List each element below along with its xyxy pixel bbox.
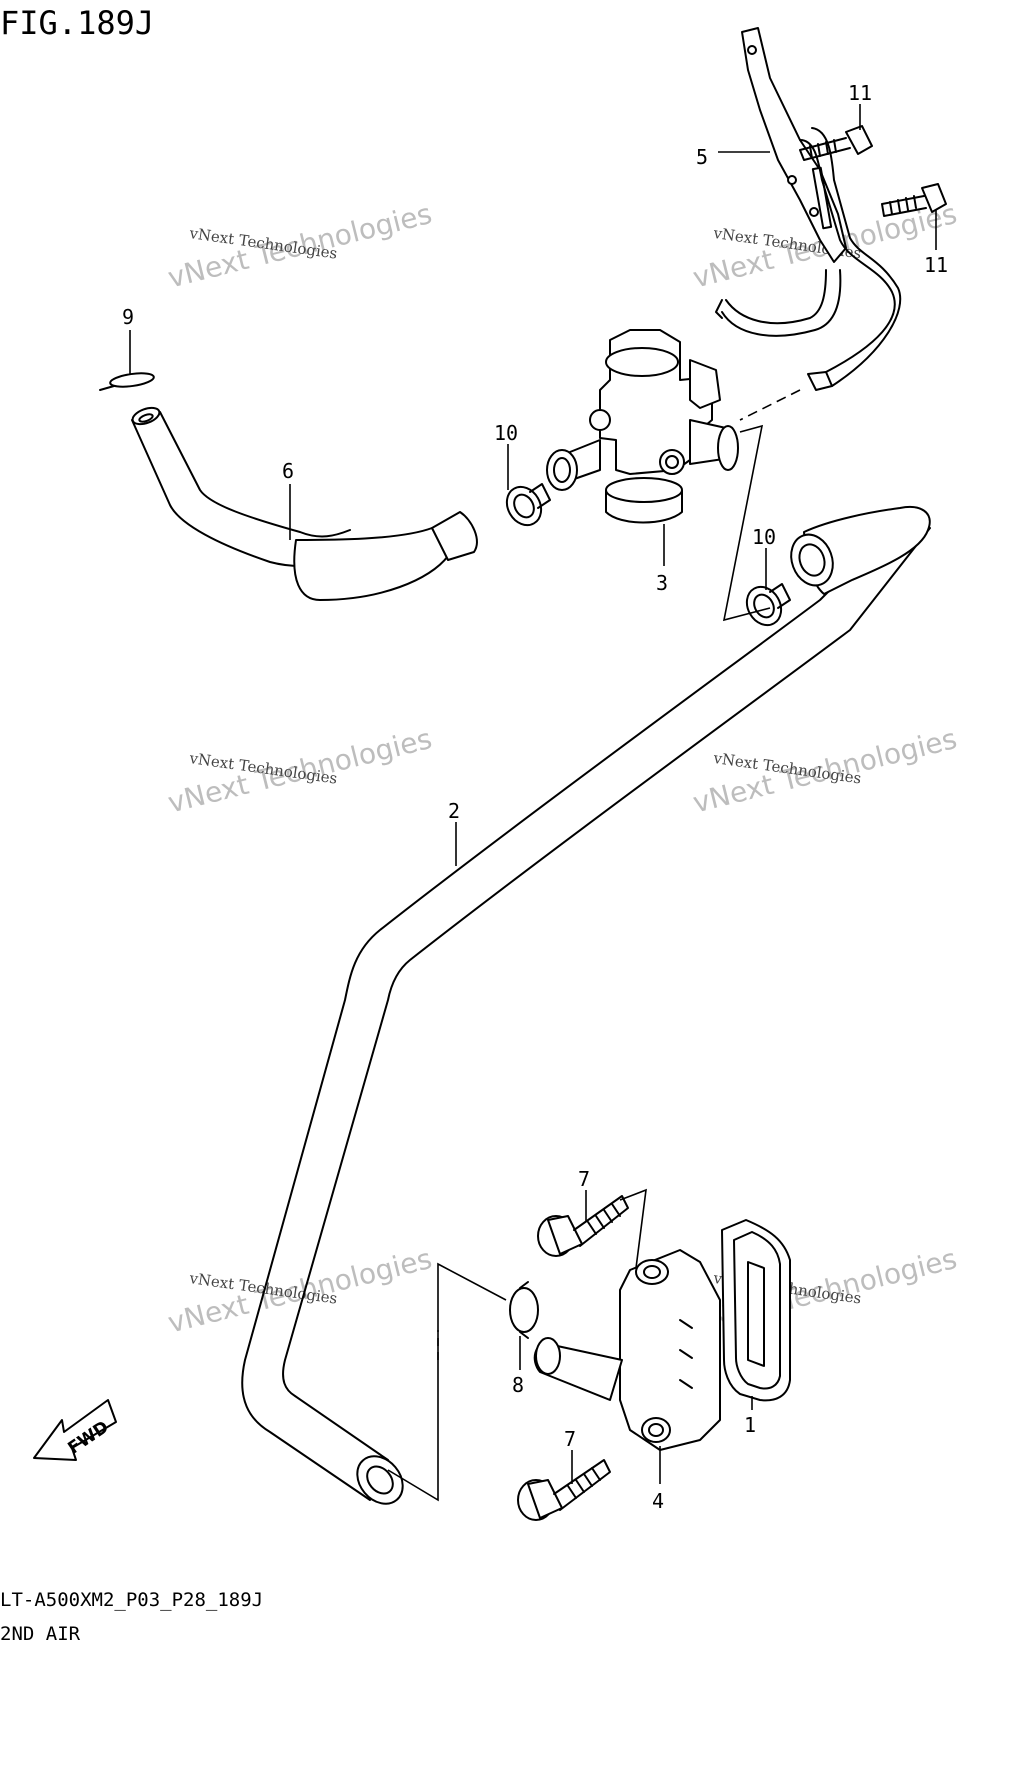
- callout-3: 3: [656, 571, 668, 595]
- callout-7b: 7: [564, 1427, 576, 1451]
- fwd-arrow: FWD: [33, 1399, 117, 1461]
- part-6-hose: [131, 406, 478, 601]
- callout-2: 2: [448, 799, 460, 823]
- part-10-clamp-upper: [505, 483, 551, 527]
- assembly-lines: [387, 389, 801, 1502]
- part-10-clamp-lower: [745, 583, 791, 627]
- watermark-3: vNext Technologies vNext Technologies: [165, 722, 436, 819]
- figure-code: LT-A500XM2_P03_P28_189J: [0, 1589, 263, 1611]
- callout-4: 4: [652, 1489, 664, 1513]
- callout-10a: 10: [494, 421, 518, 445]
- part-7-bolt-upper: [537, 1195, 629, 1257]
- callout-1: 1: [744, 1413, 756, 1437]
- watermark-4: vNext Technologies vNext Technologies: [690, 722, 961, 819]
- part-7-bolt-lower: [517, 1459, 611, 1521]
- part-1-gasket: [721, 1219, 791, 1402]
- part-9-clip: [99, 372, 155, 391]
- watermark-1: vNext Technologies vNext Technologies: [165, 197, 436, 294]
- part-8-clip: [509, 1281, 539, 1339]
- callout-7a: 7: [578, 1167, 590, 1191]
- callout-11a: 11: [848, 81, 872, 105]
- watermark-5: vNext Technologies vNext Technologies: [165, 1242, 436, 1339]
- callout-10b: 10: [752, 525, 776, 549]
- callout-6: 6: [282, 459, 294, 483]
- part-4-reed-valve: [533, 1249, 721, 1451]
- callout-8: 8: [512, 1373, 524, 1397]
- part-11-bolt-lower: [881, 183, 947, 217]
- part-11-bolt-upper: [799, 125, 873, 161]
- part-3-air-valve: [546, 329, 739, 524]
- callout-11b: 11: [924, 253, 948, 277]
- callouts: 11 11 5 9 6 10 3 10 2 7 8 1 7: [122, 81, 948, 1513]
- callout-9: 9: [122, 305, 134, 329]
- part-5-bracket: [715, 27, 902, 391]
- part-2-hose: [241, 506, 931, 1505]
- callout-5: 5: [696, 145, 708, 169]
- figure-title: FIG.189J: [0, 4, 154, 42]
- figure-name: 2ND AIR: [0, 1623, 81, 1645]
